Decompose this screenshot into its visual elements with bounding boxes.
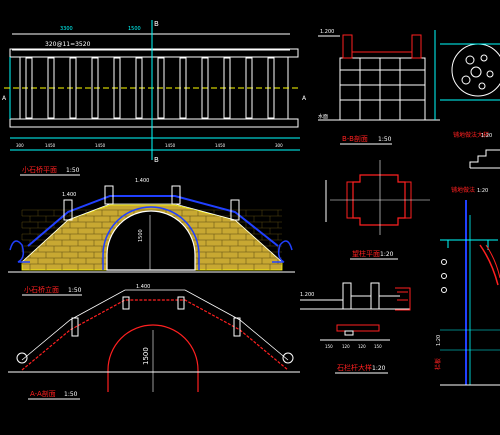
bb-grade: 1.200 [320,29,334,35]
section-b-top-marker: B [154,20,159,28]
plan-deck-slat [245,57,253,119]
plan-deck-slat [47,57,55,119]
pier-plan [325,160,430,235]
plan-deck-slat [179,57,187,119]
plan-title-scale: 1:50 [66,167,80,174]
section-a-right-marker: A [302,95,307,102]
section-aa-title: A-A剖面 1:50 [28,389,80,400]
railing-dim-1: 120 [342,344,350,349]
plan-deck-slat [25,57,33,119]
plan-title-text: 小石桥平面 [22,165,57,174]
section-bb-title-text: B-B剖面 [342,134,368,143]
pier-plan-title: 望柱平面 1:20 [350,249,398,260]
plan-deck-slat [223,57,231,119]
plan-dim-4: 1450 [215,143,226,148]
pier-title-scale: 1:20 [380,251,394,258]
plan-dim-0: 300 [16,143,24,148]
railing-title-text: 石栏杆大样 [337,363,372,372]
paving-method-title: 铺地做法 1:20 [451,186,488,194]
plan-dim-5: 300 [275,143,283,148]
plan-view [4,20,300,160]
section-a-left-marker: A [2,95,7,102]
plan-deck-slat [91,57,99,119]
section-aa-title-scale: 1:50 [64,391,78,398]
pier-title-text: 望柱平面 [352,249,380,258]
bb-water-level: 水面 [318,113,328,120]
paving-stair [469,149,500,169]
elevation-arch-dim: 1500 [138,229,144,242]
detail-r3-scale: 1:20 [436,335,442,346]
plan-dim-right: 1500 [128,26,141,32]
plan-title: 小石桥平面 1:50 [20,165,80,176]
elevation-view [8,185,295,273]
plan-bottom-dimensions: 300 1450 1450 1450 1450 300 [16,143,283,148]
plan-deck-slat [69,57,77,119]
railing-grade: 1.200 [300,292,314,298]
paving-detail [440,43,500,101]
section-bb-title: B-B剖面 1:50 [340,134,392,145]
elevation-title-text: 小石桥立面 [24,285,59,294]
plan-dim-1: 1450 [45,143,56,148]
paving-detail-title: 铺地做法大样 1:20 [453,131,492,139]
railing-dim-2: 120 [358,344,366,349]
elevation-grade-top: 1.400 [135,178,149,184]
section-aa-view [8,289,300,392]
plan-dim-total: 3300 [60,26,73,32]
side-post-title: 栏板 1:20 [434,335,442,370]
railing-dim-0: 150 [325,344,333,349]
plan-dim-spacing: 320@11=3520 [45,41,91,48]
section-aa-title-text: A-A剖面 [30,389,56,398]
plan-dim-2: 1450 [95,143,106,148]
railing-detail-title: 石栏杆大样 1:20 [335,363,388,374]
plan-dim-3: 1450 [165,143,176,148]
detail-r1-scale: 1:20 [481,133,492,139]
plan-deck-slat [135,57,143,119]
plan-deck-slat [113,57,121,119]
section-b-bottom-marker: B [154,156,159,164]
detail-r2-scale: 1:20 [477,188,488,194]
elevation-grade-left: 1.400 [62,192,76,198]
plan-deck-slat [267,57,275,119]
detail-r1-text: 铺地做法大样 [453,131,489,139]
plan-deck-slat [201,57,209,119]
section-bb-title-scale: 1:50 [378,136,392,143]
elevation-title-scale: 1:50 [68,287,82,294]
detail-r2-text: 铺地做法 [451,186,475,194]
plan-deck-slat [157,57,165,119]
side-post-detail [440,200,500,386]
railing-dim-3: 150 [374,344,382,349]
railing-dims: 150 120 120 150 [325,344,382,349]
railing-title-scale: 1:20 [372,365,386,372]
detail-r3-text: 栏板 [434,358,442,370]
section-grade: 1.400 [136,284,150,290]
railing-detail [300,282,411,341]
section-arch-dim: 1500 [142,347,150,365]
section-bb-view [318,30,440,121]
elevation-title: 小石桥立面 1:50 [22,285,82,296]
